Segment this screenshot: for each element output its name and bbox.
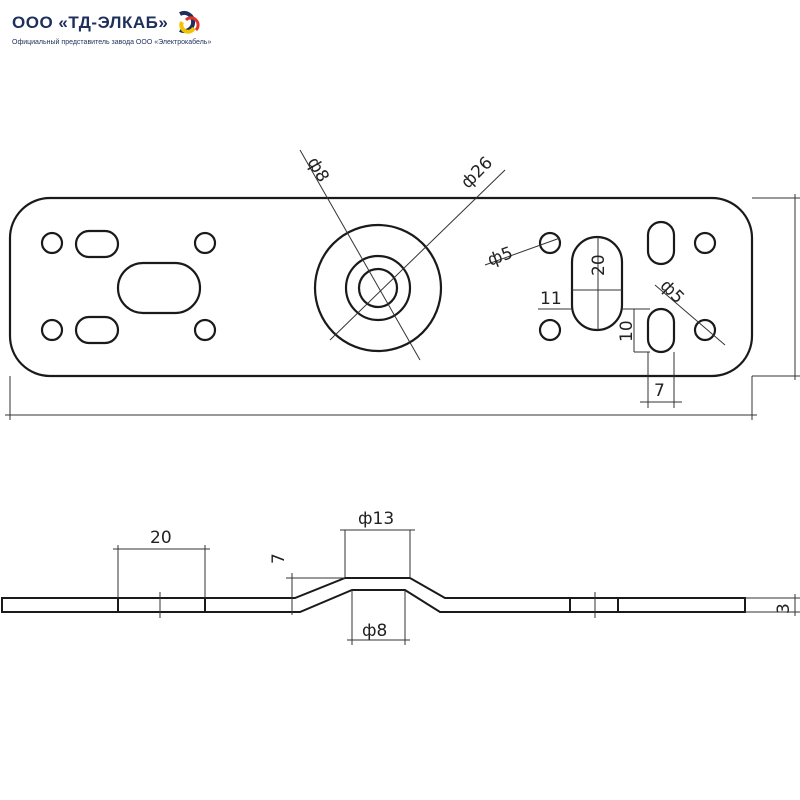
dim-slot-11: 11	[540, 289, 562, 309]
dim-d8-bottom: ф8	[362, 621, 387, 641]
hole	[40, 231, 64, 255]
large-slot	[116, 261, 202, 315]
slot	[74, 315, 120, 345]
dim-slot-20: 20	[589, 254, 609, 276]
dim-d13: ф13	[358, 509, 394, 529]
company-logo: ООО «ТД-ЭЛКАБ» Официальный представитель…	[12, 10, 211, 46]
plate-profile	[1, 577, 746, 613]
dim-d8-top: ф8	[303, 154, 333, 186]
hole	[693, 318, 717, 342]
center-inner	[357, 267, 399, 309]
top-view	[8, 196, 754, 378]
dim-side-20: 20	[150, 528, 172, 548]
hole	[538, 231, 562, 255]
slot	[74, 229, 120, 259]
company-name: ООО «ТД-ЭЛКАБ»	[12, 13, 169, 32]
hole	[40, 318, 64, 342]
dim-small-slot-10: 10	[617, 320, 637, 342]
hole	[693, 231, 717, 255]
logo-mark-icon	[179, 11, 200, 34]
top-dimensions	[5, 149, 800, 420]
dim-small-slot-7: 7	[654, 381, 665, 401]
side-view	[1, 577, 746, 613]
hole	[193, 231, 217, 255]
dim-side-7: 7	[269, 553, 289, 564]
dim-d5-right: ф5	[656, 276, 688, 308]
small-slot	[646, 307, 676, 354]
hole	[193, 318, 217, 342]
small-slot	[646, 220, 676, 266]
dim-thickness-3: 3	[774, 603, 794, 614]
dim-d5-left: ф5	[485, 243, 516, 270]
center-mid	[344, 254, 412, 322]
dim-d26: ф26	[457, 153, 497, 193]
company-tagline: Официальный представитель завода ООО «Эл…	[12, 39, 212, 46]
center-outer	[313, 223, 443, 353]
side-dimensions	[113, 529, 800, 645]
hole	[538, 318, 562, 342]
plate-outline	[8, 196, 754, 378]
vertical-slot	[570, 235, 624, 332]
